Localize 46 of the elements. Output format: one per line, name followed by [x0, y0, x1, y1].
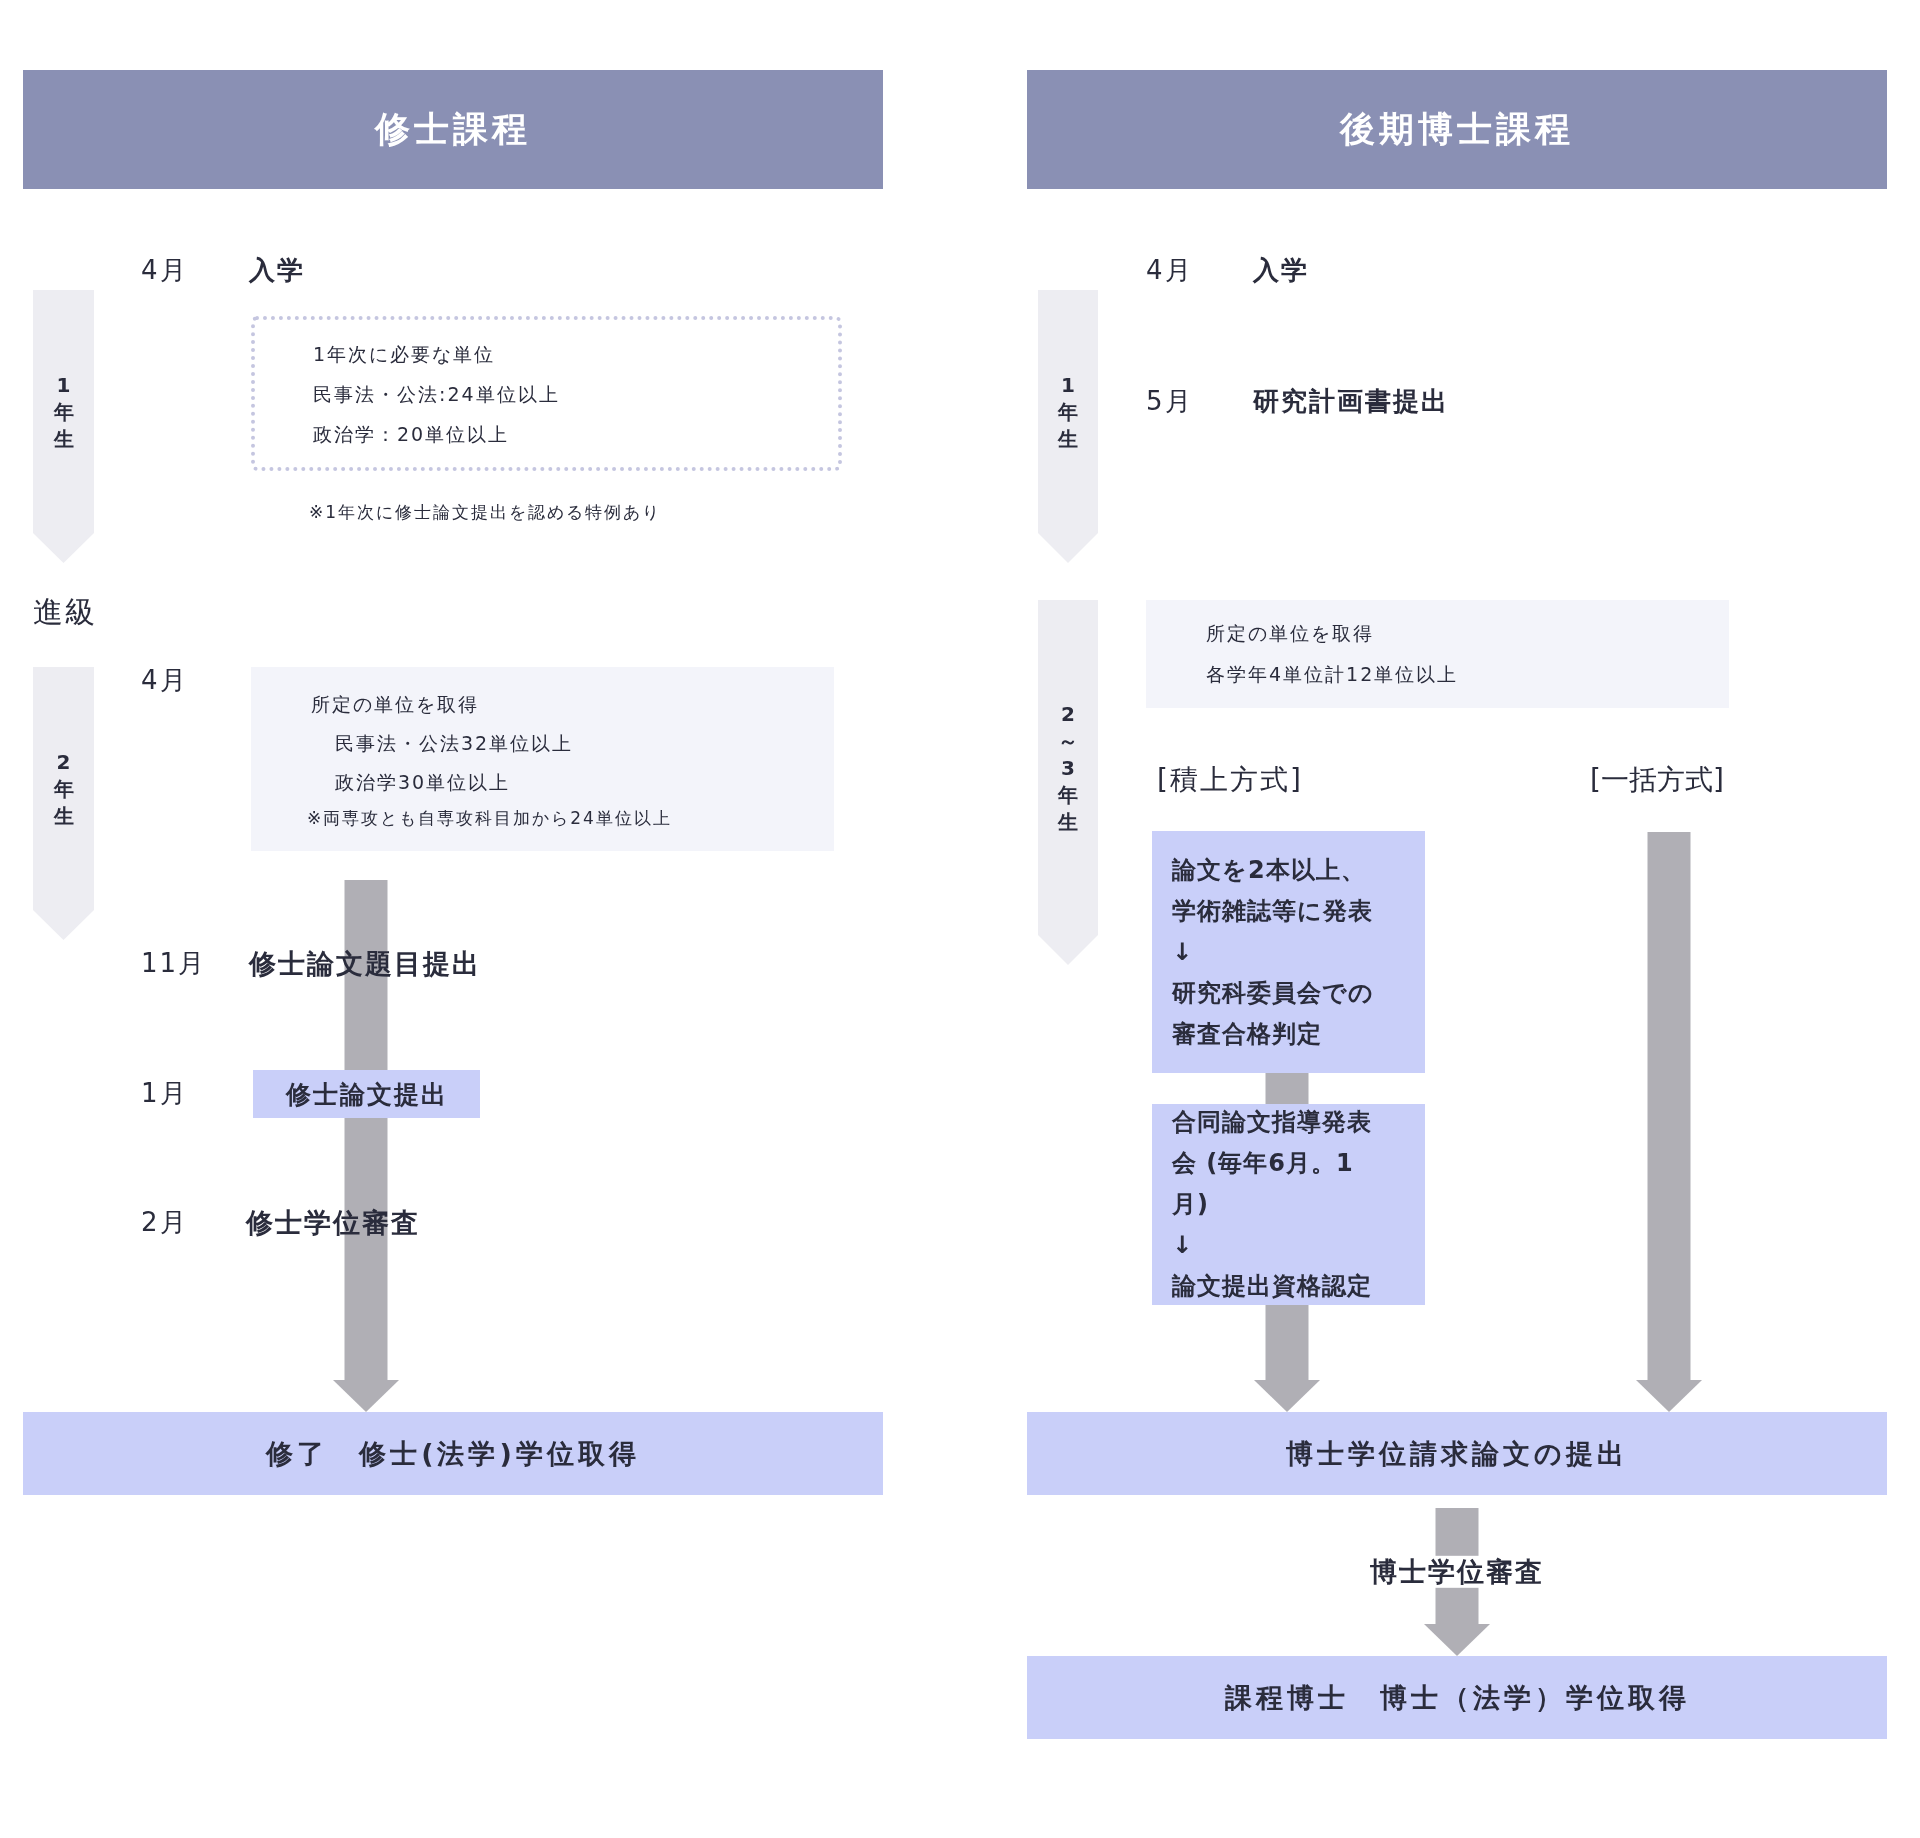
note-text: ※両専攻とも自専攻科目加から24単位以上 [307, 806, 672, 830]
event-label: 入学 [1253, 255, 1309, 287]
header-bar: 後期博士課程 [1027, 70, 1887, 189]
requirement-text: 所定の単位を取得 [311, 691, 479, 717]
step-box: 修士論文提出 [253, 1070, 480, 1118]
arrow [1254, 1305, 1320, 1412]
year-label: 1年生 [1057, 371, 1079, 452]
arrow [1636, 832, 1702, 1412]
step-text: ↓ [1172, 936, 1195, 968]
requirement-text: 1年次に必要な単位 [313, 341, 496, 367]
method-heading: [一括方式] [1590, 762, 1730, 798]
requirement-text: 各学年4単位計12単位以上 [1206, 662, 1459, 687]
step-text: 論文を2本以上、学術雑誌等に発表 [1172, 854, 1374, 927]
month-label: 5月 [1146, 386, 1193, 418]
result-box: 課程博士 博士（法学）学位取得 [1027, 1656, 1887, 1739]
arrow [333, 880, 399, 1412]
month-label: 2月 [141, 1207, 188, 1239]
step-text: ↓ [1172, 1230, 1195, 1261]
requirement-box [251, 316, 842, 471]
step-box [1152, 1104, 1425, 1305]
step-text: 合同論文指導発表会 (毎年6月。1月) [1172, 1107, 1373, 1220]
year-label: 1年生 [52, 371, 75, 452]
header-bar: 修士課程 [23, 70, 883, 189]
year-label: 2年生 [52, 748, 75, 829]
requirement-text: 民事法・公法:24単位以上 [313, 381, 560, 407]
result-box: 博士学位請求論文の提出 [1027, 1412, 1887, 1495]
requirement-text: 政治学：20単位以上 [313, 421, 510, 447]
month-label: 4月 [141, 255, 188, 287]
month-label: 1月 [141, 1078, 188, 1110]
step-text: 研究科委員会での審査合格判定 [1172, 977, 1375, 1050]
event-label: 研究計画書提出 [1253, 386, 1449, 418]
step-box [1152, 831, 1425, 1073]
requirement-text: 政治学30単位以上 [335, 769, 511, 795]
requirement-text: 所定の単位を取得 [1206, 621, 1374, 646]
month-label: 11月 [141, 948, 207, 980]
note-text: ※1年次に修士論文提出を認める特例あり [309, 501, 662, 523]
event-label: 入学 [249, 255, 305, 287]
step-text: 論文提出資格認定 [1172, 1271, 1373, 1302]
arrow [1424, 1508, 1490, 1656]
month-label: 4月 [141, 665, 188, 697]
result-box: 修了 修士(法学)学位取得 [23, 1412, 883, 1495]
requirement-text: 民事法・公法32単位以上 [335, 730, 574, 756]
month-label: 4月 [1146, 255, 1193, 287]
method-heading: [積上方式] [1157, 763, 1303, 797]
year-label: 2～3年生 [1057, 700, 1079, 835]
stage-label: 進級 [33, 594, 97, 630]
